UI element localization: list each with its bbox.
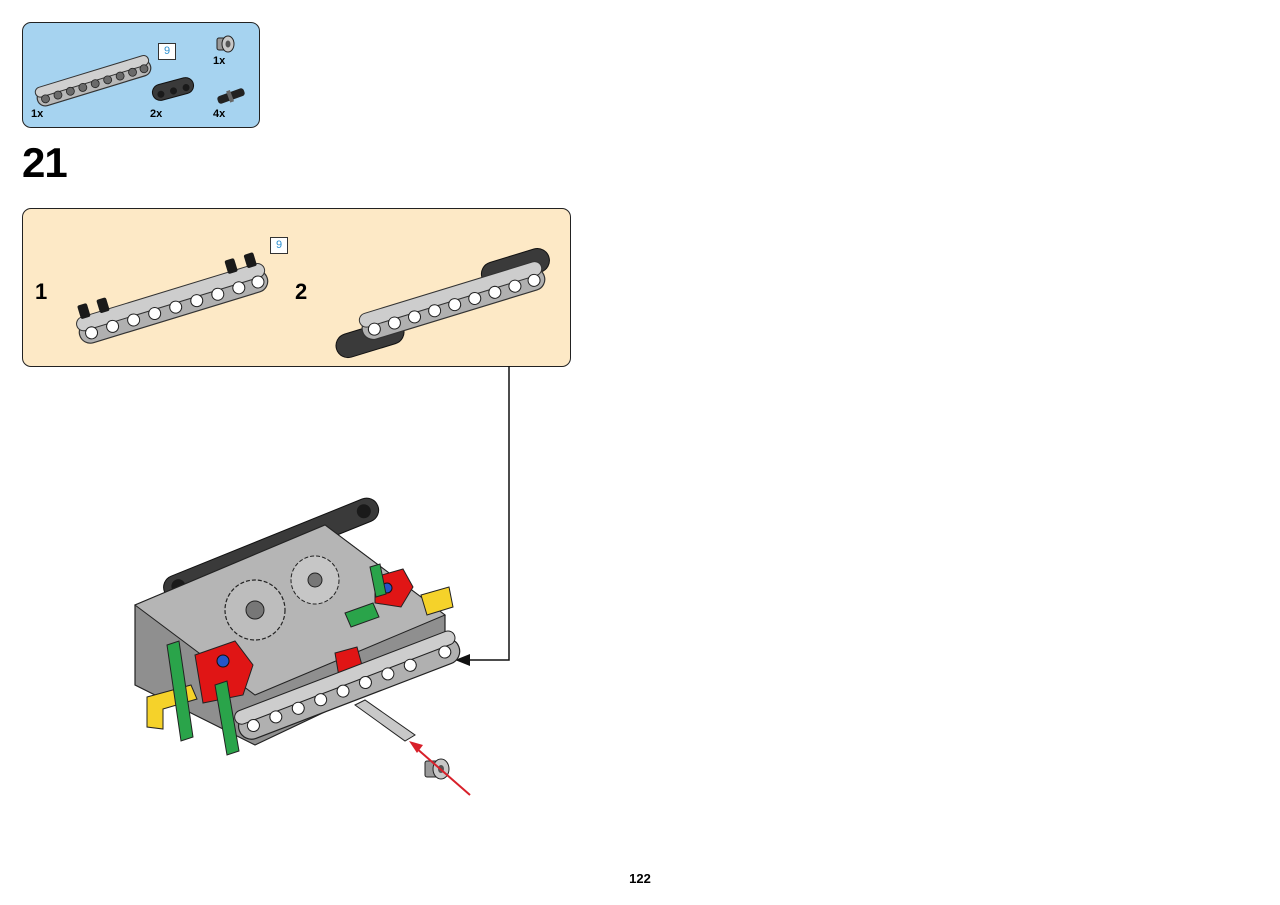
qty-liftarm-9: 1x bbox=[31, 108, 44, 120]
liftarm-9-gray-image bbox=[34, 55, 152, 107]
pin-black-image bbox=[217, 88, 245, 104]
length-badge: 9 bbox=[158, 43, 176, 60]
substep-1-image bbox=[76, 252, 269, 344]
parts-list-callout: 9 1x 1x 2x 4x bbox=[22, 22, 260, 128]
substep-1-label: 1 bbox=[35, 279, 48, 304]
liftarm-3-black-image bbox=[151, 77, 195, 101]
main-assembly-image bbox=[134, 497, 471, 796]
substep-2-image bbox=[335, 247, 550, 359]
substep-length-badge: 9 bbox=[270, 237, 288, 254]
qty-bush: 1x bbox=[213, 55, 226, 67]
substep-2-label: 2 bbox=[295, 279, 308, 304]
page-number: 122 bbox=[629, 871, 651, 886]
bush-image bbox=[216, 35, 235, 53]
step-number: 21 bbox=[22, 139, 68, 186]
qty-liftarm-3: 2x bbox=[150, 108, 163, 120]
qty-pin: 4x bbox=[213, 108, 226, 120]
substep-callout: 1 9 2 bbox=[22, 208, 571, 367]
